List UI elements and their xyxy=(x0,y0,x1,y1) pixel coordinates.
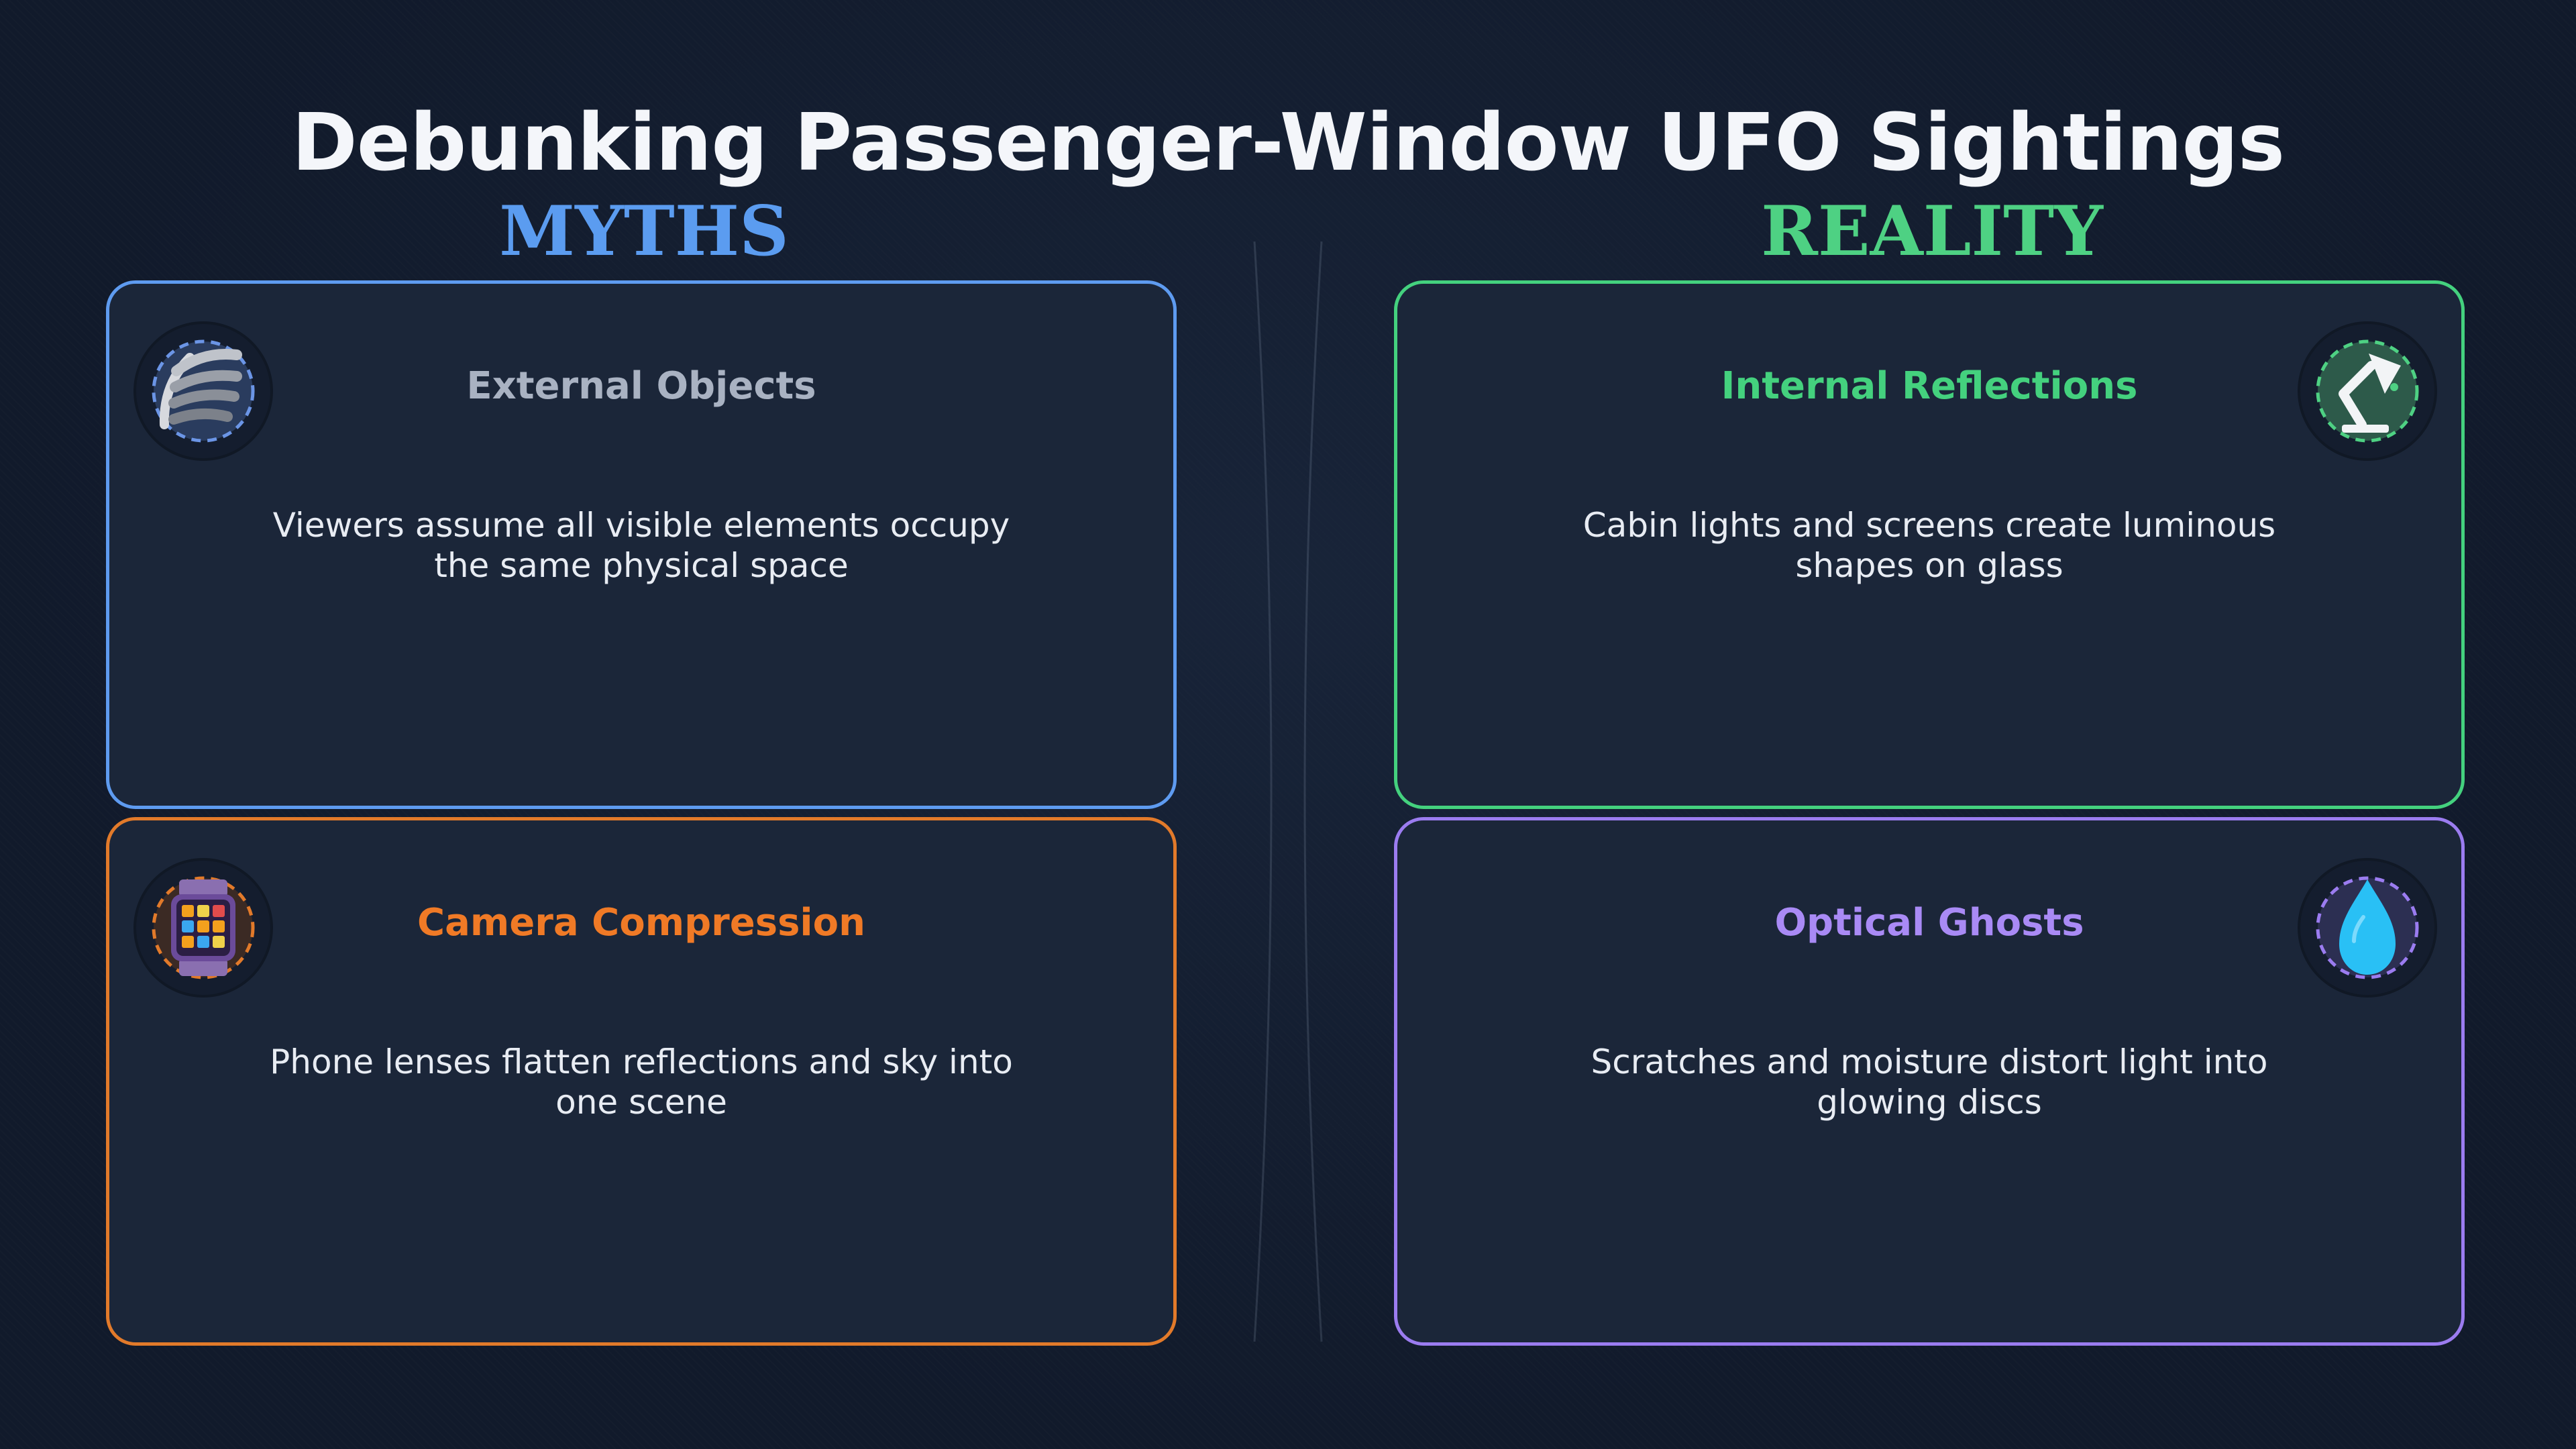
card-title: Camera Compression xyxy=(417,901,865,945)
card-optical-ghosts: Optical Ghosts Scratches and moisture di… xyxy=(1394,817,2465,1346)
myths-heading: MYTHS xyxy=(499,191,789,272)
page-title: Debunking Passenger-Window UFO Sightings xyxy=(291,96,2285,189)
card-internal-reflections: Internal Reflections Cabin lights and sc… xyxy=(1394,280,2465,809)
card-description: Phone lenses flatten reflections and sky… xyxy=(270,1042,1013,1122)
card-description: Viewers assume all visible elements occu… xyxy=(272,506,1010,585)
card-title: External Objects xyxy=(466,364,816,408)
ribs-x-ray-icon xyxy=(136,324,270,458)
card-camera-compression: Camera Compression Phone lenses flatten … xyxy=(106,817,1177,1346)
card-description: Cabin lights and screens create luminous… xyxy=(1582,506,2276,585)
smartwatch-icon xyxy=(136,861,270,995)
center-divider xyxy=(1253,241,1323,1342)
card-description: Scratches and moisture distort light int… xyxy=(1591,1042,2268,1122)
desk-lamp-icon xyxy=(2300,324,2434,458)
card-external-objects: External Objects Viewers assume all visi… xyxy=(106,280,1177,809)
card-title: Optical Ghosts xyxy=(1774,901,2084,945)
reality-heading: REALITY xyxy=(1761,191,2103,272)
card-title: Internal Reflections xyxy=(1721,364,2138,408)
water-drop-icon xyxy=(2300,861,2434,995)
